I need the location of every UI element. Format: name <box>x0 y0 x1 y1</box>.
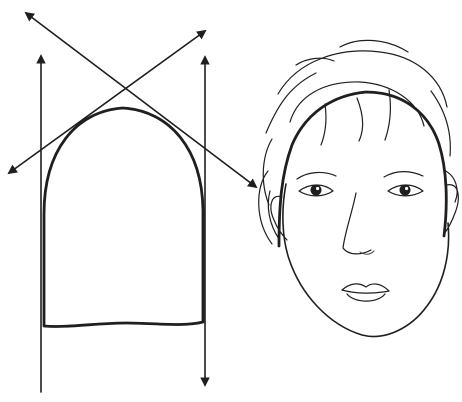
dome-shape <box>44 108 203 326</box>
face-outline <box>283 184 449 336</box>
diagonal-arrow-2 <box>9 31 205 173</box>
face-top-outline <box>279 92 446 246</box>
right-eye <box>388 185 423 196</box>
hair-stroke-6 <box>340 40 408 52</box>
nose <box>343 193 371 254</box>
hair-stroke-9 <box>321 104 326 145</box>
right-brow <box>384 172 423 177</box>
left-eye <box>299 185 333 196</box>
hair-stroke-4 <box>259 171 272 244</box>
mouth-line <box>342 290 389 293</box>
dome-panel <box>9 13 256 392</box>
face-panel <box>259 40 459 336</box>
hair-stroke-8 <box>385 90 390 140</box>
left-brow <box>297 172 336 179</box>
hair-stroke-7 <box>357 98 363 141</box>
diagonal-arrow-1 <box>26 13 256 187</box>
hair-stroke-5 <box>266 73 316 133</box>
upper-lip <box>342 284 389 291</box>
hair-stroke-1 <box>278 51 447 107</box>
lower-lip <box>347 294 385 301</box>
